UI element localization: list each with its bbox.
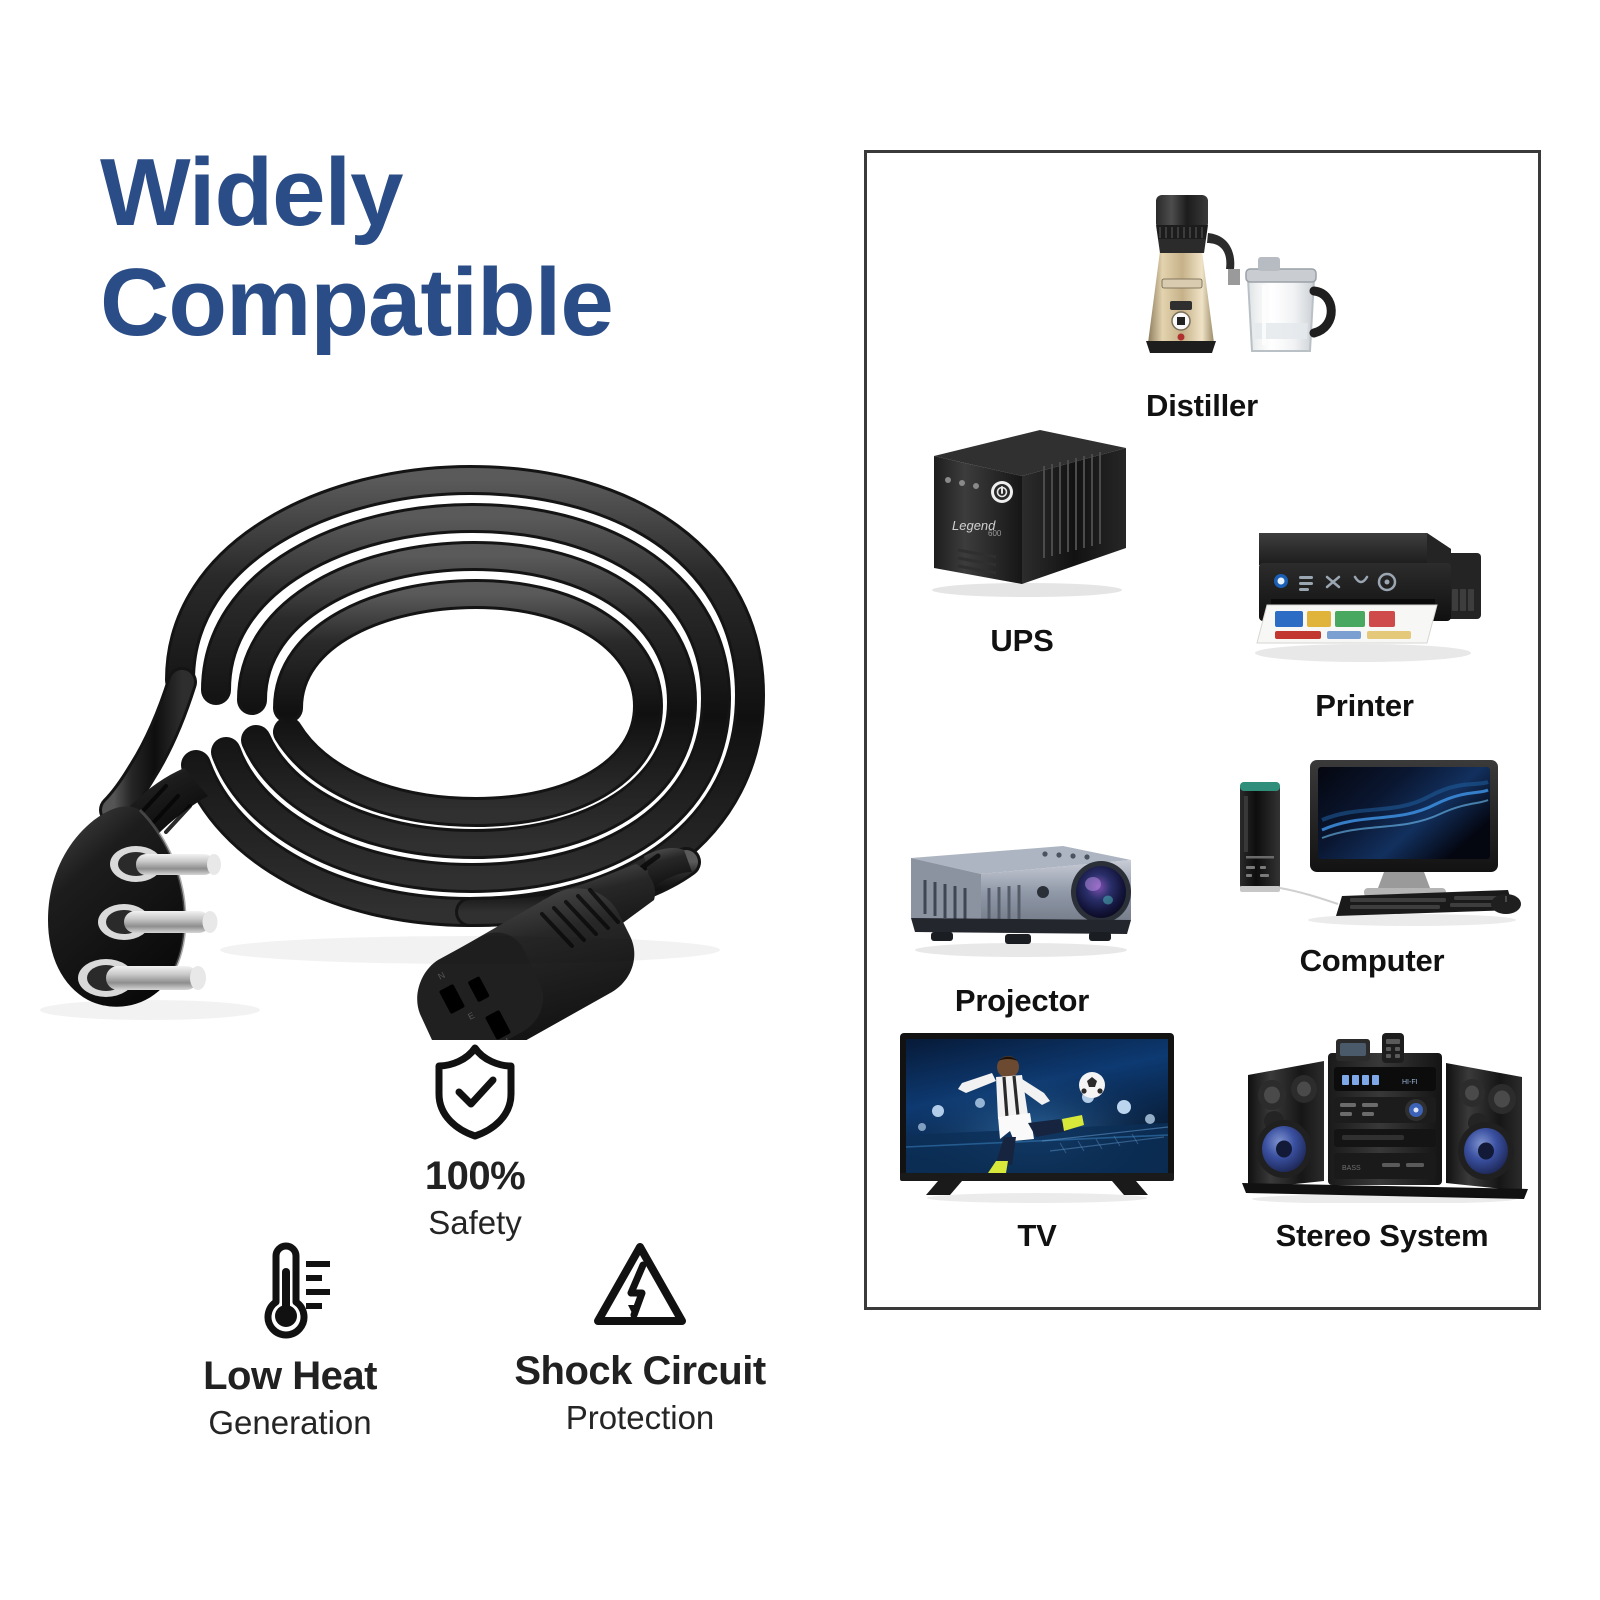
iec-c13-connector: N E L	[417, 848, 692, 1040]
feature-shock-title: Shock Circuit	[514, 1349, 766, 1393]
headline-line-2: Compatible	[100, 249, 614, 357]
device-stereo: HI-FI	[1212, 1023, 1552, 1254]
feature-safety-value: 100%	[424, 1154, 526, 1198]
svg-text:L: L	[504, 1035, 513, 1040]
shield-check-icon	[360, 1040, 590, 1145]
page-title: Widely Compatible	[100, 138, 820, 359]
inkjet-printer-image	[1192, 493, 1537, 678]
feature-low-heat-label: Generation	[208, 1404, 372, 1441]
device-label-tv: TV	[1017, 1218, 1057, 1253]
device-label-ups: UPS	[990, 623, 1054, 658]
device-tv: TV	[877, 1023, 1197, 1254]
plug-head	[48, 768, 221, 1007]
feature-low-heat-title: Low Heat	[203, 1354, 377, 1398]
device-label-stereo: Stereo System	[1275, 1218, 1489, 1253]
device-label-distiller: Distiller	[1146, 388, 1258, 423]
device-label-computer: Computer	[1299, 943, 1445, 978]
svg-text:N: N	[436, 970, 446, 982]
water-distiller-image	[1042, 173, 1362, 378]
device-label-projector: Projector	[954, 983, 1090, 1018]
feature-shock-label: Protection	[565, 1399, 715, 1436]
ups-tower-image: Legend 600	[862, 418, 1182, 613]
device-label-printer: Printer	[1315, 688, 1414, 723]
svg-text:600: 600	[988, 529, 1002, 538]
svg-text:HI-FI: HI-FI	[1402, 1079, 1418, 1086]
svg-text:Legend: Legend	[952, 518, 996, 533]
headline-line-1: Widely	[100, 139, 404, 246]
device-ups: Legend 600 UPS	[862, 418, 1182, 659]
video-projector-image	[857, 808, 1187, 973]
device-distiller: Distiller	[1042, 173, 1362, 424]
compatible-devices-panel: Distiller	[864, 150, 1541, 1310]
device-projector: Projector	[857, 808, 1187, 1019]
svg-text:E: E	[466, 1010, 476, 1022]
device-printer: Printer	[1192, 493, 1537, 724]
stereo-system-image: HI-FI	[1212, 1023, 1552, 1208]
device-computer: Computer	[1197, 738, 1547, 979]
high-voltage-warning-icon	[450, 1235, 830, 1340]
desktop-computer-image	[1197, 738, 1547, 933]
feature-shock-circuit: Shock Circuit Protection	[450, 1235, 830, 1438]
svg-text:BASS: BASS	[1342, 1165, 1361, 1172]
feature-safety-label: Safety	[428, 1204, 522, 1241]
thermometer-icon	[125, 1240, 455, 1345]
feature-low-heat: Low Heat Generation	[125, 1240, 455, 1443]
feature-badges: 100% Safety Low Heat Genera	[90, 1040, 850, 1460]
feature-safety: 100% Safety	[360, 1040, 590, 1243]
flat-screen-tv-image	[877, 1023, 1197, 1208]
product-image-power-cable: N E L	[30, 420, 830, 1040]
